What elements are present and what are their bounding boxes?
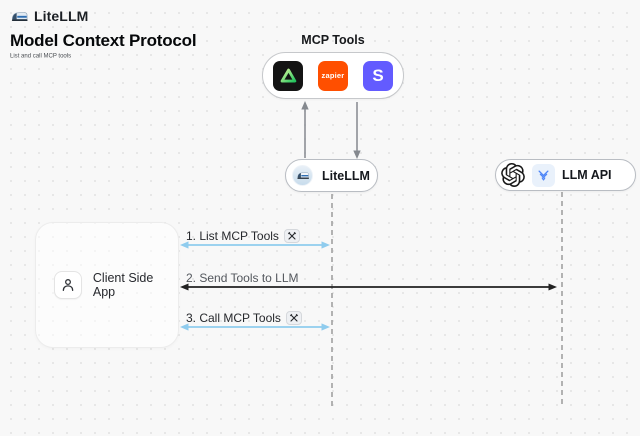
litellm-train-icon xyxy=(292,165,313,186)
llm-api-node: LLM API xyxy=(495,159,636,191)
mcp-tools-label: MCP Tools xyxy=(301,33,365,47)
llm-api-node-label: LLM API xyxy=(562,168,612,182)
tools-icon xyxy=(283,228,300,243)
tools-icon xyxy=(285,310,302,325)
blue-v-icon xyxy=(532,163,555,187)
brand: LiteLLM xyxy=(10,8,88,24)
person-icon xyxy=(54,271,82,299)
page-subtitle: List and call MCP tools xyxy=(10,53,72,60)
litellm-node-label: LiteLLM xyxy=(322,168,370,183)
sequence-step-1: 1. List MCP Tools xyxy=(186,228,300,243)
zapier-wordmark: zapier xyxy=(321,71,345,80)
brand-name: LiteLLM xyxy=(34,8,89,24)
arrow-litellm-to-mcp xyxy=(301,101,309,158)
arrow-mcp-to-litellm xyxy=(353,102,361,159)
stripe-logo-icon: S xyxy=(363,60,393,91)
litellm-node: LiteLLM xyxy=(285,159,378,192)
client-side-app-node: Client Side App xyxy=(35,222,179,348)
zapier-logo-icon: zapier xyxy=(318,60,348,91)
green-triangle-logo-icon xyxy=(273,60,303,91)
step-2-label: 2. Send Tools to LLM xyxy=(186,270,299,285)
sequence-step-2: 2. Send Tools to LLM xyxy=(186,270,299,285)
litellm-train-icon xyxy=(10,9,29,24)
page-title: Model Context Protocol xyxy=(10,31,197,50)
client-side-app-label: Client Side App xyxy=(92,271,154,299)
step-3-label: 3. Call MCP Tools xyxy=(186,310,281,325)
stripe-letter: S xyxy=(372,65,384,85)
sequence-step-3: 3. Call MCP Tools xyxy=(186,310,302,325)
step-1-label: 1. List MCP Tools xyxy=(186,228,279,243)
mcp-tools-node: zapier S xyxy=(262,52,404,99)
openai-icon xyxy=(501,163,525,187)
